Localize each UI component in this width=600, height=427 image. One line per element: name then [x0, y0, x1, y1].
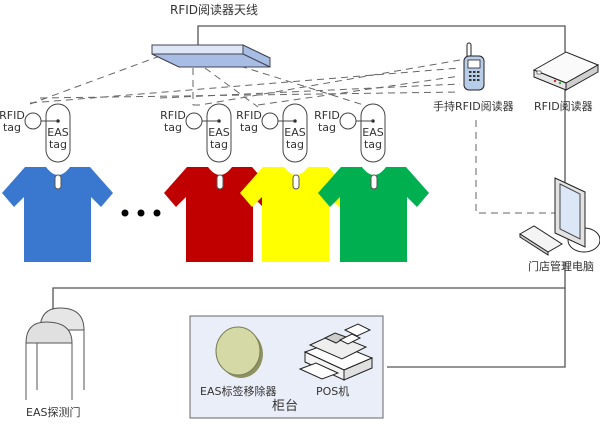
counter-label: 柜台	[272, 399, 299, 414]
rfid-tag-icon	[24, 112, 42, 130]
rfid-antenna-icon	[151, 44, 271, 68]
store-pc-label: 门店管理电脑	[528, 260, 594, 273]
eas-gate-icon	[25, 307, 85, 400]
eas-pin-icon	[54, 174, 62, 190]
handheld-reader-label: 手持RFID阅读器	[433, 100, 514, 113]
eas-tag-icon	[206, 103, 232, 163]
rfid-tag-icon	[185, 112, 203, 130]
network-wiring	[52, 25, 566, 368]
garments	[2, 167, 429, 262]
rf-signal-lines	[29, 55, 560, 214]
fixed-reader-icon	[532, 51, 600, 91]
store-pc-icon	[519, 177, 600, 256]
antenna-label: RFID阅读器天线	[170, 3, 259, 17]
antenna-to-reader-line	[197, 25, 566, 52]
eas-tag-icon	[360, 103, 386, 163]
eas-pin-icon	[292, 174, 300, 190]
pc-to-gate-line	[52, 262, 566, 310]
eas-tag-icon	[282, 103, 308, 163]
pc-to-counter-line	[387, 288, 566, 368]
eas-remover-icon	[215, 326, 263, 378]
ellipsis-icon	[121, 209, 161, 217]
eas-pin-icon	[216, 174, 224, 190]
eas-remover-label: EAS标签移除器	[200, 385, 277, 398]
fixed-reader-label: RFID阅读器	[534, 100, 593, 113]
green-tshirt	[318, 167, 429, 262]
rfid-tag-icon	[339, 112, 357, 130]
eas-gate-label: EAS探测门	[26, 406, 81, 419]
pos-label: POS机	[316, 385, 350, 398]
blue-tshirt	[2, 167, 113, 262]
handheld-reader-icon	[463, 42, 485, 91]
eas-tag-icon	[45, 103, 71, 163]
rfid-tag-icon	[261, 112, 279, 130]
tags	[24, 103, 386, 163]
pos-machine-icon	[298, 323, 374, 381]
eas-pin-icon	[370, 174, 378, 190]
